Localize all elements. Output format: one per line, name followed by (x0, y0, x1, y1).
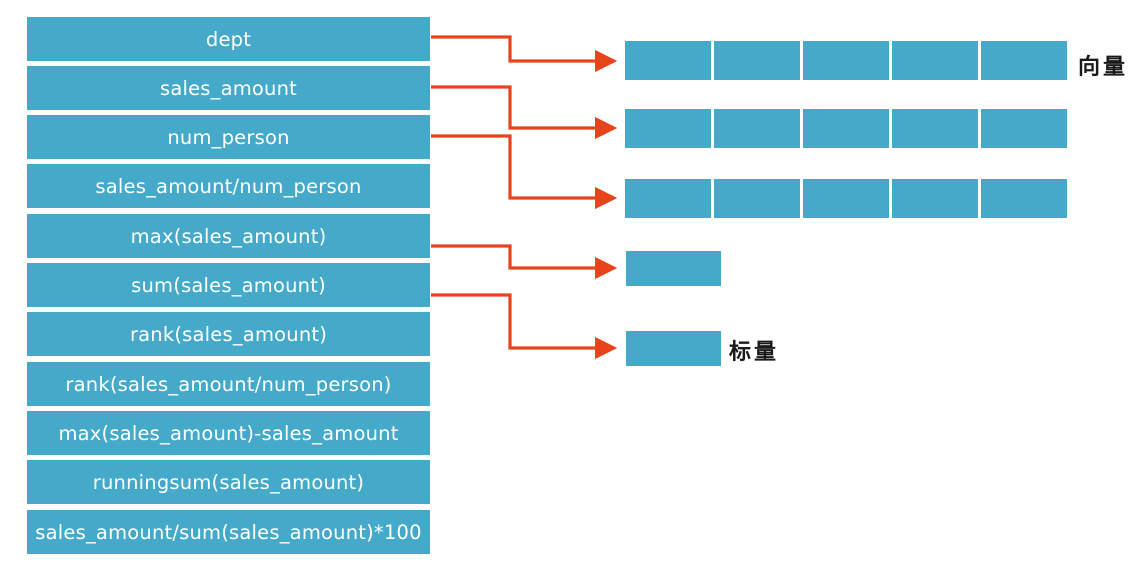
connector-dept-to-vector-1 (431, 35, 618, 73)
expression-label: runningsum(sales_amount) (92, 470, 365, 494)
expression-row-sales-amount-per-num-person[interactable]: sales_amount/num_person (27, 164, 430, 208)
expression-label: sales_amount/sum(sales_amount)*100 (35, 520, 422, 544)
vector-cell (625, 179, 711, 218)
vector-cell (892, 109, 978, 148)
scalar-annotation-label: 标量 (729, 340, 780, 365)
expression-label: sum(sales_amount) (131, 273, 326, 297)
expression-row-rank-sales-amount[interactable]: rank(sales_amount) (27, 312, 430, 356)
connector-max-to-scalar-1 (431, 244, 618, 280)
expression-label: dept (205, 27, 252, 51)
vector-cell (803, 179, 889, 218)
vector-cell (625, 109, 711, 148)
expression-row-sales-amount[interactable]: sales_amount (27, 66, 430, 110)
vector-cell (981, 109, 1067, 148)
vector-cell (803, 41, 889, 80)
scalar-box-2 (626, 331, 721, 366)
vector-cell (892, 41, 978, 80)
expression-row-num-person[interactable]: num_person (27, 115, 430, 159)
expression-row-max-sales-amount[interactable]: max(sales_amount) (27, 214, 430, 258)
vector-cell (892, 179, 978, 218)
vector-cell (714, 41, 800, 80)
vector-row-3 (625, 179, 1067, 218)
vector-row-1 (625, 41, 1067, 80)
scalar-box-1 (626, 251, 721, 286)
expression-label: num_person (167, 125, 290, 149)
vector-cell (803, 109, 889, 148)
vector-cell (714, 179, 800, 218)
expression-label: sales_amount/num_person (95, 174, 362, 198)
vector-cell (981, 179, 1067, 218)
expression-column: dept sales_amount num_person sales_amoun… (27, 17, 430, 561)
expression-row-sales-amount-pct-of-sum[interactable]: sales_amount/sum(sales_amount)*100 (27, 510, 430, 554)
vector-cell (625, 41, 711, 80)
expression-label: max(sales_amount) (130, 224, 327, 248)
expression-row-dept[interactable]: dept (27, 17, 430, 61)
expression-label: rank(sales_amount) (129, 322, 328, 346)
vector-row-2 (625, 109, 1067, 148)
expression-row-sum-sales-amount[interactable]: sum(sales_amount) (27, 263, 430, 307)
expression-row-runningsum-sales-amount[interactable]: runningsum(sales_amount) (27, 460, 430, 504)
connector-sales-amount-to-vector-2 (431, 85, 618, 140)
expression-row-max-minus-sales-amount[interactable]: max(sales_amount)-sales_amount (27, 411, 430, 455)
vector-cell (714, 109, 800, 148)
expression-label: rank(sales_amount/num_person) (65, 372, 392, 396)
connector-sum-to-scalar-2 (431, 293, 618, 360)
expression-label: sales_amount (159, 76, 298, 100)
expression-row-rank-sales-amount-per-num-person[interactable]: rank(sales_amount/num_person) (27, 362, 430, 406)
connector-num-person-to-vector-3 (431, 134, 618, 210)
vector-annotation-label: 向量 (1078, 55, 1129, 80)
expression-label: max(sales_amount)-sales_amount (58, 421, 399, 445)
vector-cell (981, 41, 1067, 80)
